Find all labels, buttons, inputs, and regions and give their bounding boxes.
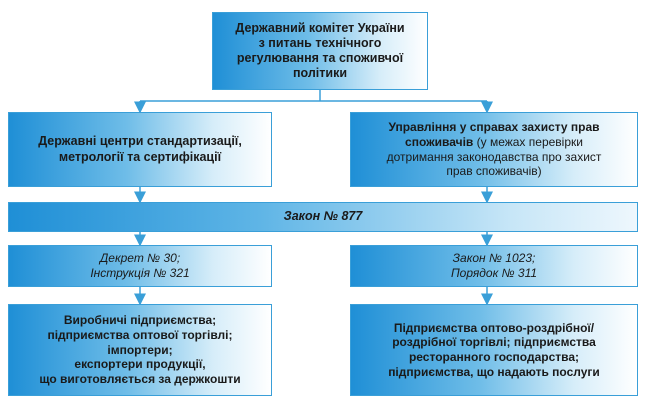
manufacturers-line-1: Виробничі підприємства; xyxy=(63,313,217,328)
state-committee-line-1: Державний комітет України xyxy=(235,20,405,35)
law-1023-box: Закон № 1023; Порядок № 311 xyxy=(350,245,638,287)
state-standards-centers-box: Державні центри стандартизації, метролог… xyxy=(8,112,272,187)
retail-line-3: ресторанного господарства; xyxy=(408,350,580,364)
law-877-bar: Закон № 877 xyxy=(8,202,638,232)
decree-30-line: Декрет № 30; xyxy=(99,251,181,266)
instruction-321-line: Інструкція № 321 xyxy=(90,266,190,280)
retail-line-2: роздрібної торгівлі; підприємства xyxy=(392,335,596,350)
state-committee-line-4: політики xyxy=(292,66,348,81)
law-1023-line: Закон № 1023; xyxy=(452,251,536,266)
manufacturers-line-2: підприємства оптової торгівлі; xyxy=(47,328,233,343)
manufacturers-line-3: імпортери; xyxy=(107,342,173,357)
state-committee-line-3: регулювання та споживчої xyxy=(236,51,404,65)
standards-centers-line-2: метрології та сертифікації xyxy=(58,149,222,164)
retail-line-4: підприємства, що надають послуги xyxy=(388,364,600,379)
state-committee-line-2: з питань технічного xyxy=(258,35,382,50)
order-311-line: Порядок № 311 xyxy=(450,266,538,280)
state-committee-box: Державний комітет України з питань техні… xyxy=(212,12,428,90)
standards-centers-line-1: Державні центри стандартизації, xyxy=(38,134,242,149)
retail-line-1: Підприємства оптово-роздрібної/ xyxy=(393,320,595,335)
manufacturers-box: Виробничі підприємства; підприємства опт… xyxy=(8,304,272,396)
consumer-protection-note-1: (у межах перевірки xyxy=(473,134,583,149)
manufacturers-line-5: що виготовляється за держкошти xyxy=(39,371,241,386)
law-877-label: Закон № 877 xyxy=(283,209,363,224)
decree-30-box: Декрет № 30; Інструкція № 321 xyxy=(8,245,272,287)
consumer-protection-note-3: прав споживачів) xyxy=(446,164,542,179)
consumer-protection-note-2: дотримання законодавства про захист xyxy=(386,149,602,164)
retail-enterprises-box: Підприємства оптово-роздрібної/ роздрібн… xyxy=(350,304,638,396)
consumer-protection-title-1: Управління у справах захисту прав xyxy=(388,120,600,135)
manufacturers-line-4: експортери продукції, xyxy=(74,357,206,372)
consumer-protection-title-2: споживачів xyxy=(405,134,474,149)
consumer-protection-box: Управління у справах захисту прав спожив… xyxy=(350,112,638,187)
